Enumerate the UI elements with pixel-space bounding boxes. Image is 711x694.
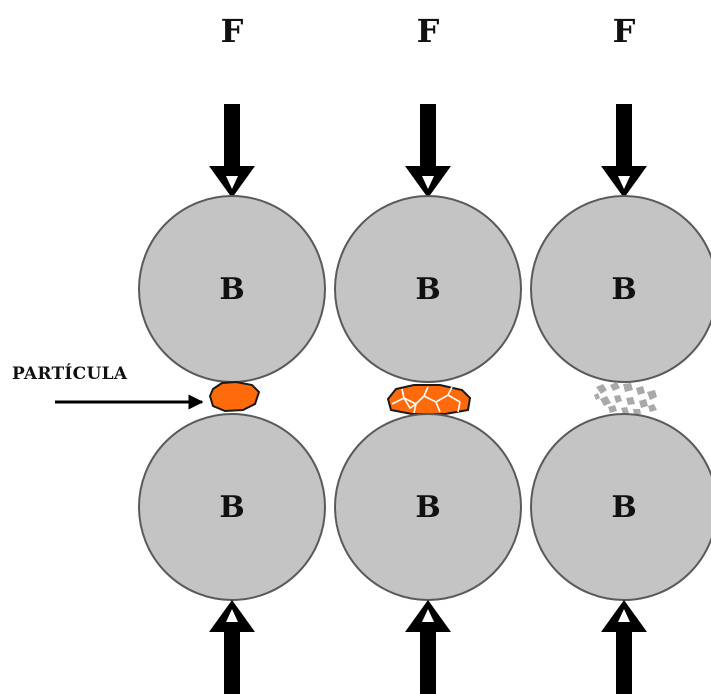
stage-2: F B B bbox=[334, 12, 522, 694]
force-label: F bbox=[221, 12, 244, 50]
top-force-arrow bbox=[209, 104, 255, 198]
crushed-fragments bbox=[594, 382, 657, 415]
intact-particle bbox=[208, 380, 261, 413]
force-label: F bbox=[417, 12, 440, 50]
ball-label: B bbox=[219, 490, 244, 525]
particle-label: PARTÍCULA bbox=[12, 363, 128, 384]
top-force-arrow bbox=[405, 104, 451, 198]
force-label: F bbox=[613, 12, 636, 50]
cracked-particle bbox=[386, 384, 472, 415]
stage-1: F B B bbox=[138, 12, 326, 694]
bottom-force-arrow bbox=[405, 600, 451, 694]
ball-label: B bbox=[415, 490, 440, 525]
ball-label: B bbox=[611, 490, 636, 525]
top-force-arrow bbox=[601, 104, 647, 198]
top-ball bbox=[334, 195, 522, 383]
ball-label: B bbox=[415, 272, 440, 307]
stage-3: F B B bbox=[530, 12, 711, 694]
ball-label: B bbox=[611, 272, 636, 307]
particle-annotation: PARTÍCULA bbox=[12, 363, 204, 410]
top-ball bbox=[530, 195, 711, 383]
bottom-force-arrow bbox=[601, 600, 647, 694]
crack-lines bbox=[391, 386, 461, 414]
ball-label: B bbox=[219, 272, 244, 307]
bottom-force-arrow bbox=[209, 600, 255, 694]
